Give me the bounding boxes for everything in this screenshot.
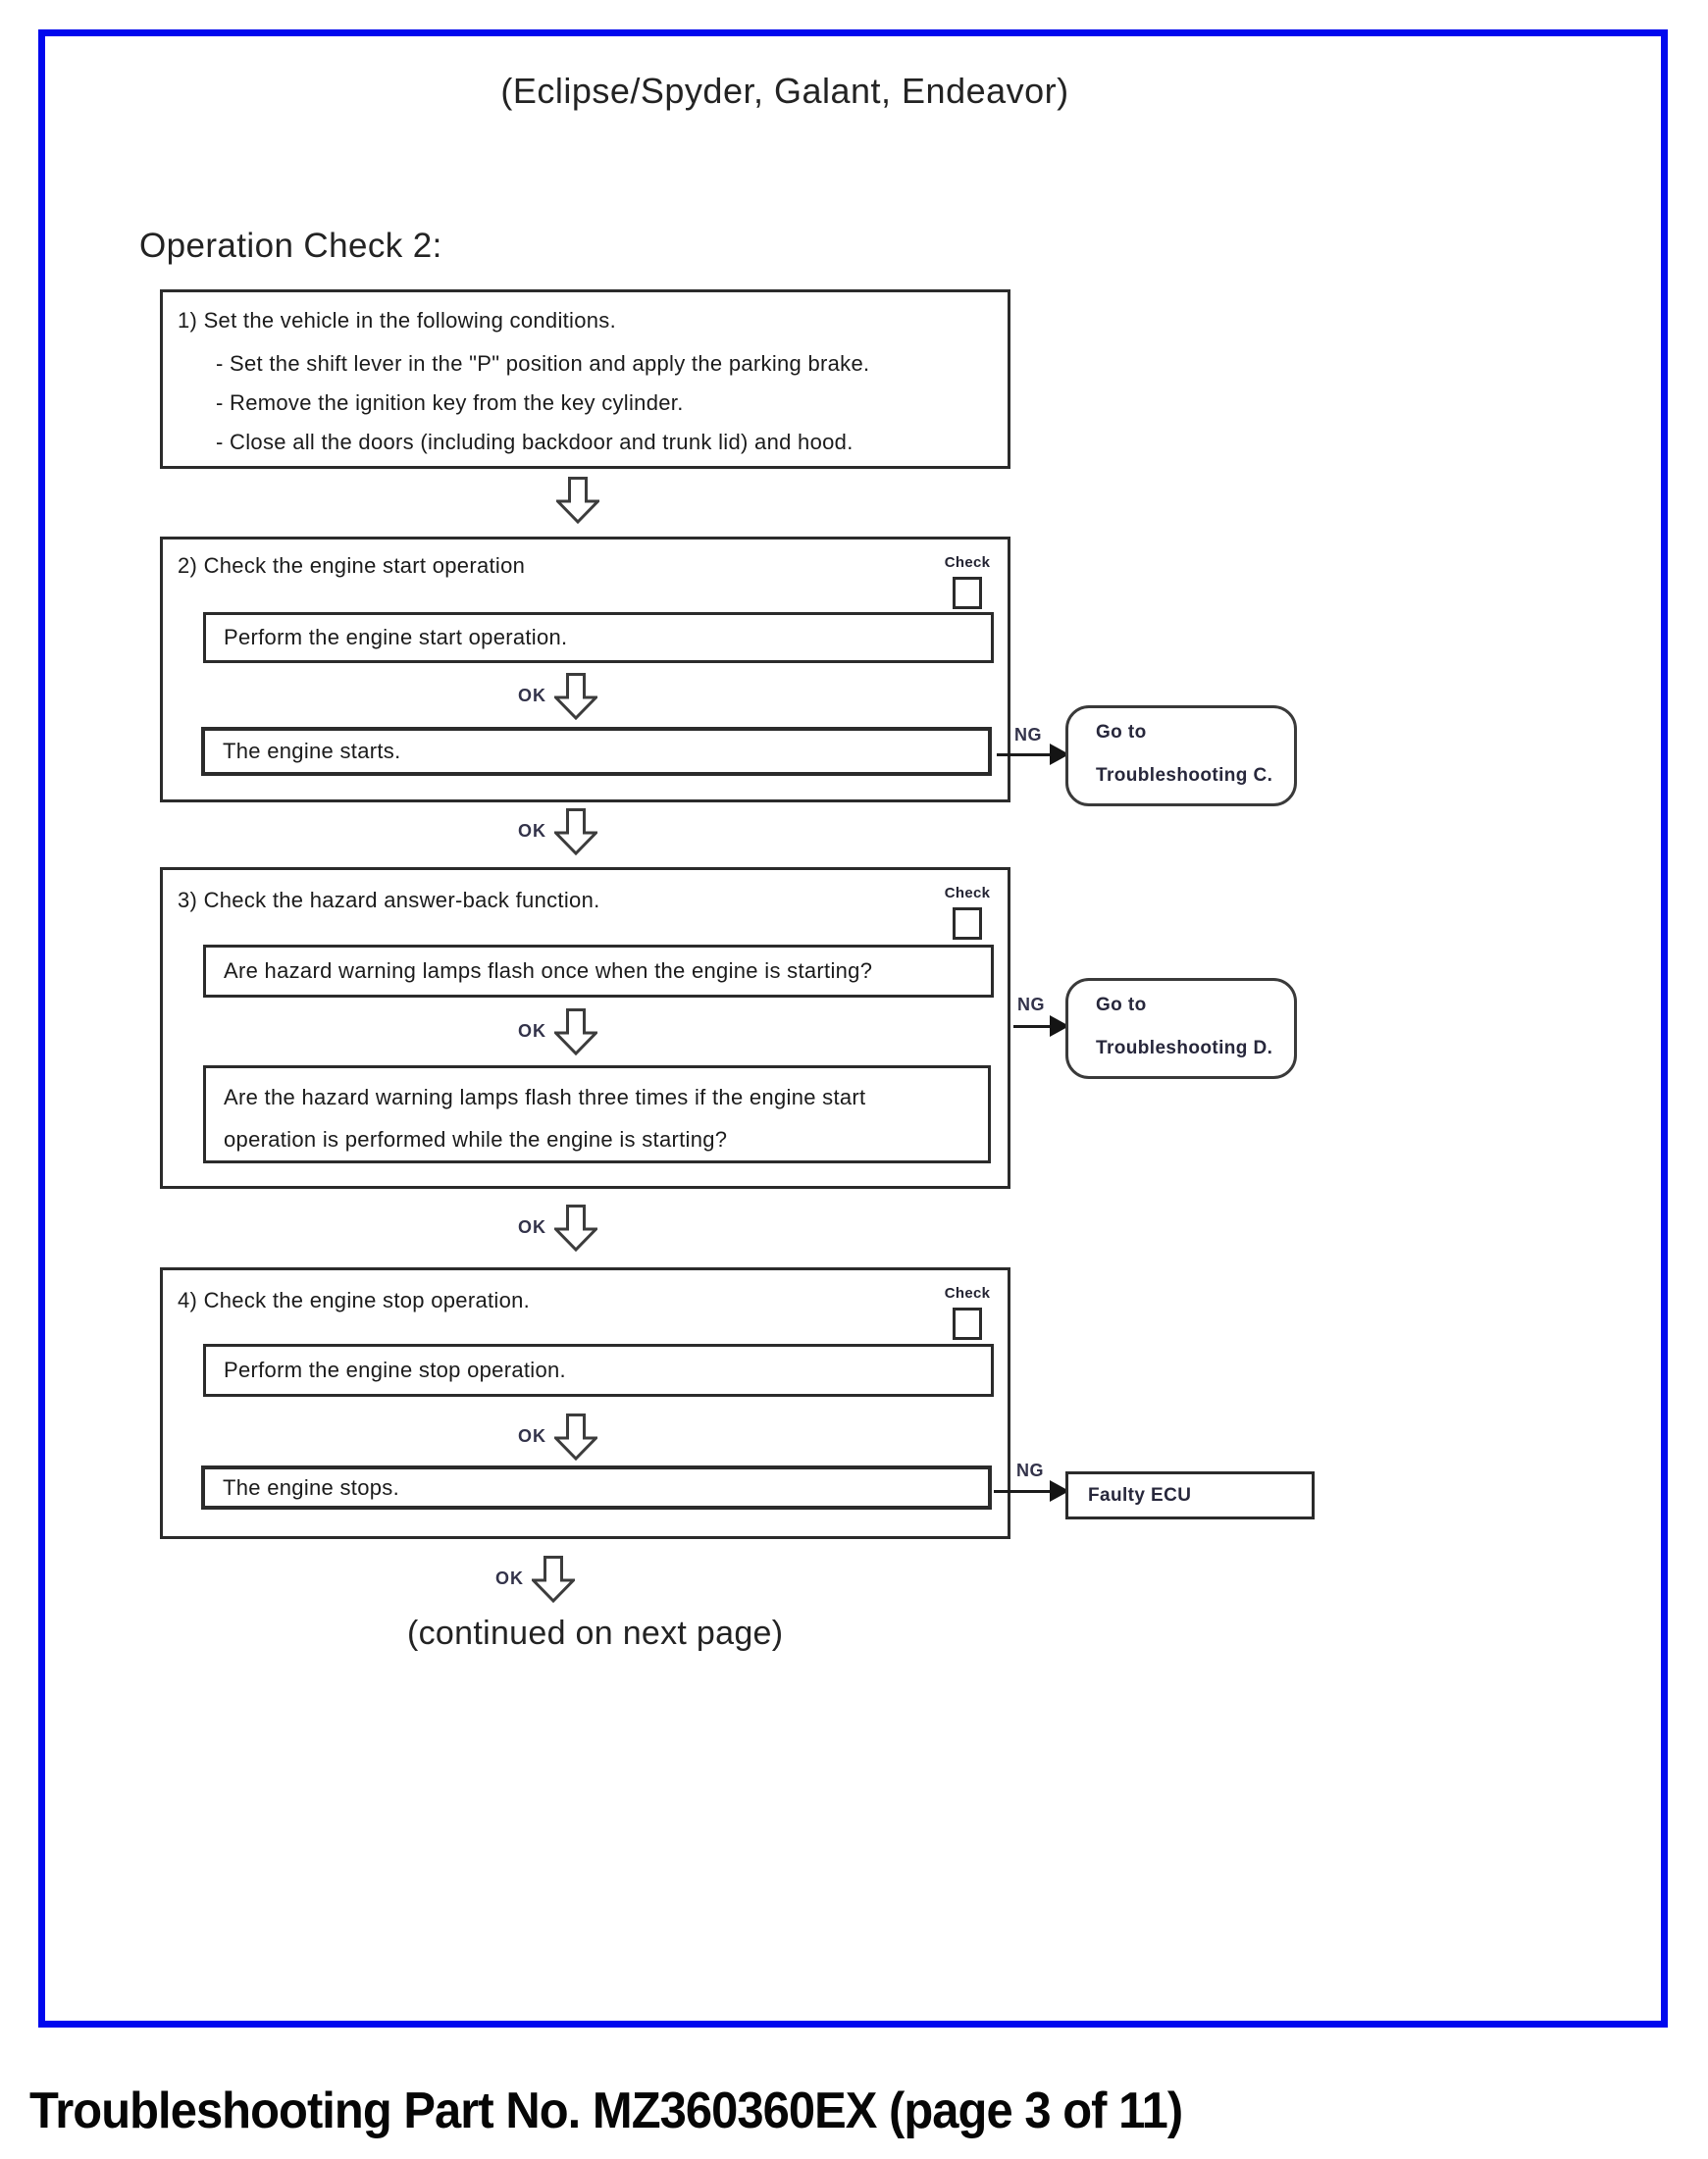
step1-bullet: - Set the shift lever in the "P" positio… [216,351,870,376]
ok-arrow-group: OK [495,1556,575,1603]
step3-check-group: Check [937,884,998,940]
step3-question2-box: Are the hazard warning lamps flash three… [203,1065,991,1163]
step1-bullet: - Close all the doors (including backdoo… [216,430,854,454]
continued-note: (continued on next page) [407,1615,784,1652]
down-arrow-icon [554,808,597,855]
step4-box: 4) Check the engine stop operation. Chec… [160,1267,1010,1539]
ok-arrow-group: OK [518,1205,597,1252]
down-arrow-icon [554,1008,597,1055]
step1-title: 1) Set the vehicle in the following cond… [178,308,617,333]
ng-arrowhead-icon [1050,1480,1069,1502]
ok-label: OK [518,1021,546,1041]
ok-label: OK [495,1568,524,1588]
step1-bullet: - Remove the ignition key from the key c… [216,390,684,415]
ng-arrowhead-icon [1050,1015,1069,1037]
check-label: Check [944,885,991,901]
step3-question1-box: Are hazard warning lamps flash once when… [203,945,994,998]
ng-connector-line [997,753,1052,756]
check-checkbox[interactable] [953,907,982,940]
ok-label: OK [518,1217,546,1237]
ok-label: OK [518,1426,546,1446]
step2-action-box: Perform the engine start operation. [203,612,994,663]
ok-label: OK [518,821,546,841]
ok-arrow-group: OK [518,1008,597,1055]
ok-arrow-group: OK [518,1414,597,1461]
step2-result-text: The engine starts. [223,739,401,763]
step2-box: 2) Check the engine start operation Chec… [160,537,1010,802]
ng-connector-line [994,1490,1052,1493]
down-arrow-icon [554,673,597,720]
step3-box: 3) Check the hazard answer-back function… [160,867,1010,1189]
ng-connector-line [1013,1025,1052,1028]
goto-text-line1: Go to [1096,995,1147,1015]
step3-question2-line2: operation is performed while the engine … [224,1127,728,1152]
footer-part-number: Troubleshooting Part No. MZ360360EX (pag… [29,2082,1183,2139]
down-arrow-icon [554,1205,597,1252]
check-checkbox[interactable] [953,577,982,609]
goto-text-line1: Go to [1096,722,1147,743]
ng-label: NG [1016,1461,1044,1480]
down-arrow-icon [532,1556,575,1603]
step2-check-group: Check [937,553,998,609]
check-checkbox[interactable] [953,1308,982,1340]
step3-title: 3) Check the hazard answer-back function… [178,888,600,912]
step4-result-box: The engine stops. [201,1465,992,1510]
faulty-ecu-text: Faulty ECU [1088,1484,1192,1506]
goto-troubleshooting-d-box: Go to Troubleshooting D. [1065,978,1297,1079]
goto-text-line2: Troubleshooting C. [1096,765,1273,786]
section-heading: Operation Check 2: [139,227,442,265]
ok-arrow-group: OK [518,673,597,720]
down-arrow-icon [556,477,599,524]
faulty-ecu-box: Faulty ECU [1065,1471,1315,1519]
ok-arrow-group: OK [518,808,597,855]
step2-result-box: The engine starts. [201,727,992,776]
ng-arrowhead-icon [1050,744,1069,765]
step4-action-box: Perform the engine stop operation. [203,1344,994,1397]
ng-label: NG [1014,725,1042,745]
page-border-frame [38,29,1668,2028]
check-label: Check [944,1285,991,1302]
check-label: Check [944,554,991,571]
step4-action-text: Perform the engine stop operation. [224,1358,566,1382]
step1-box: 1) Set the vehicle in the following cond… [160,289,1010,469]
step4-result-text: The engine stops. [223,1474,399,1500]
ng-label: NG [1017,995,1045,1014]
step2-action-text: Perform the engine start operation. [224,625,568,649]
step4-check-group: Check [937,1284,998,1340]
step4-title: 4) Check the engine stop operation. [178,1288,531,1312]
page-title: (Eclipse/Spyder, Galant, Endeavor) [500,71,1069,111]
step3-question1-text: Are hazard warning lamps flash once when… [224,958,873,983]
goto-text-line2: Troubleshooting D. [1096,1038,1273,1058]
ok-label: OK [518,686,546,705]
step2-title: 2) Check the engine start operation [178,553,526,578]
down-arrow-icon [554,1414,597,1461]
goto-troubleshooting-c-box: Go to Troubleshooting C. [1065,705,1297,806]
step3-question2-line1: Are the hazard warning lamps flash three… [224,1085,866,1109]
